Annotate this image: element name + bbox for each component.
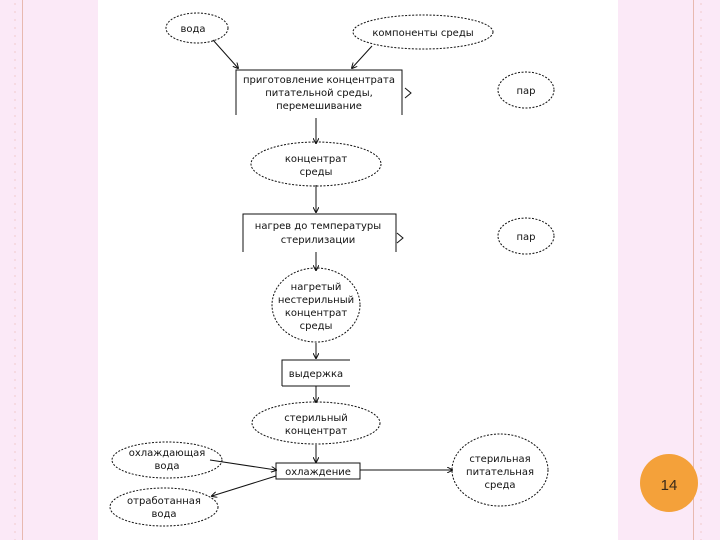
arrow-cooling-to-waste-water [212, 475, 277, 496]
node-sterile-concentrate [251, 401, 381, 445]
label-cooling-water-2: вода [154, 461, 179, 472]
box-cooling [275, 462, 361, 480]
label-sterile-conc-1: стерильный [284, 413, 348, 424]
label-steam-1: пар [516, 86, 535, 97]
label-cooling-water-1: охлаждающая [129, 448, 206, 459]
page-number: 14 [660, 476, 678, 494]
page-number-badge: 14 [640, 454, 698, 512]
label-sterile-medium-3: среда [484, 480, 515, 491]
node-cooling-water [111, 441, 223, 479]
node-medium-components [352, 14, 494, 50]
steam-inlet-mark-2 [396, 232, 404, 244]
label-steam-2: пар [516, 232, 535, 243]
label-heating-2: стерилизации [281, 235, 355, 246]
label-heating-1: нагрев до температуры [255, 221, 381, 232]
node-medium-concentrate [250, 141, 382, 187]
label-heated-3: концентрат [285, 308, 347, 319]
label-medium-components: компоненты среды [372, 28, 473, 39]
node-steam-1 [497, 71, 555, 109]
label-heated-4: среды [300, 321, 333, 332]
arrow-water-to-prep [212, 39, 238, 68]
label-cooling: охлаждение [285, 467, 351, 478]
label-concentrate-2: среды [300, 167, 333, 178]
label-sterile-medium-2: питательная [466, 467, 534, 478]
right-dot-pattern [694, 0, 708, 540]
label-prep-2: питательной среды, [265, 88, 373, 99]
box-preparation [235, 69, 403, 115]
steam-inlet-mark-1 [404, 87, 412, 99]
label-prep-3: перемешивание [276, 101, 362, 112]
label-heated-2: нестерильный [278, 295, 354, 306]
box-heating [242, 213, 397, 252]
node-steam-2 [497, 217, 555, 255]
node-waste-water [109, 487, 219, 527]
box-holding-top [281, 359, 350, 386]
label-waste-water-2: вода [151, 509, 176, 520]
node-water [165, 12, 229, 44]
label-sterile-conc-2: концентрат [285, 426, 347, 437]
diagram-canvas [98, 0, 618, 540]
label-concentrate-1: концентрат [285, 154, 347, 165]
left-dot-pattern [8, 0, 22, 540]
label-holding: выдержка [289, 369, 343, 380]
arrow-cooling-water-to-cooling [209, 459, 276, 470]
label-sterile-medium-1: стерильная [469, 454, 530, 465]
label-waste-water-1: отработанная [127, 496, 201, 507]
node-sterile-medium [451, 433, 549, 507]
node-heated-concentrate [271, 267, 361, 343]
arrow-components-to-prep [352, 45, 373, 68]
label-water: вода [180, 24, 205, 35]
label-prep-1: приготовление концентрата [243, 75, 395, 86]
label-heated-1: нагретый [291, 282, 342, 293]
